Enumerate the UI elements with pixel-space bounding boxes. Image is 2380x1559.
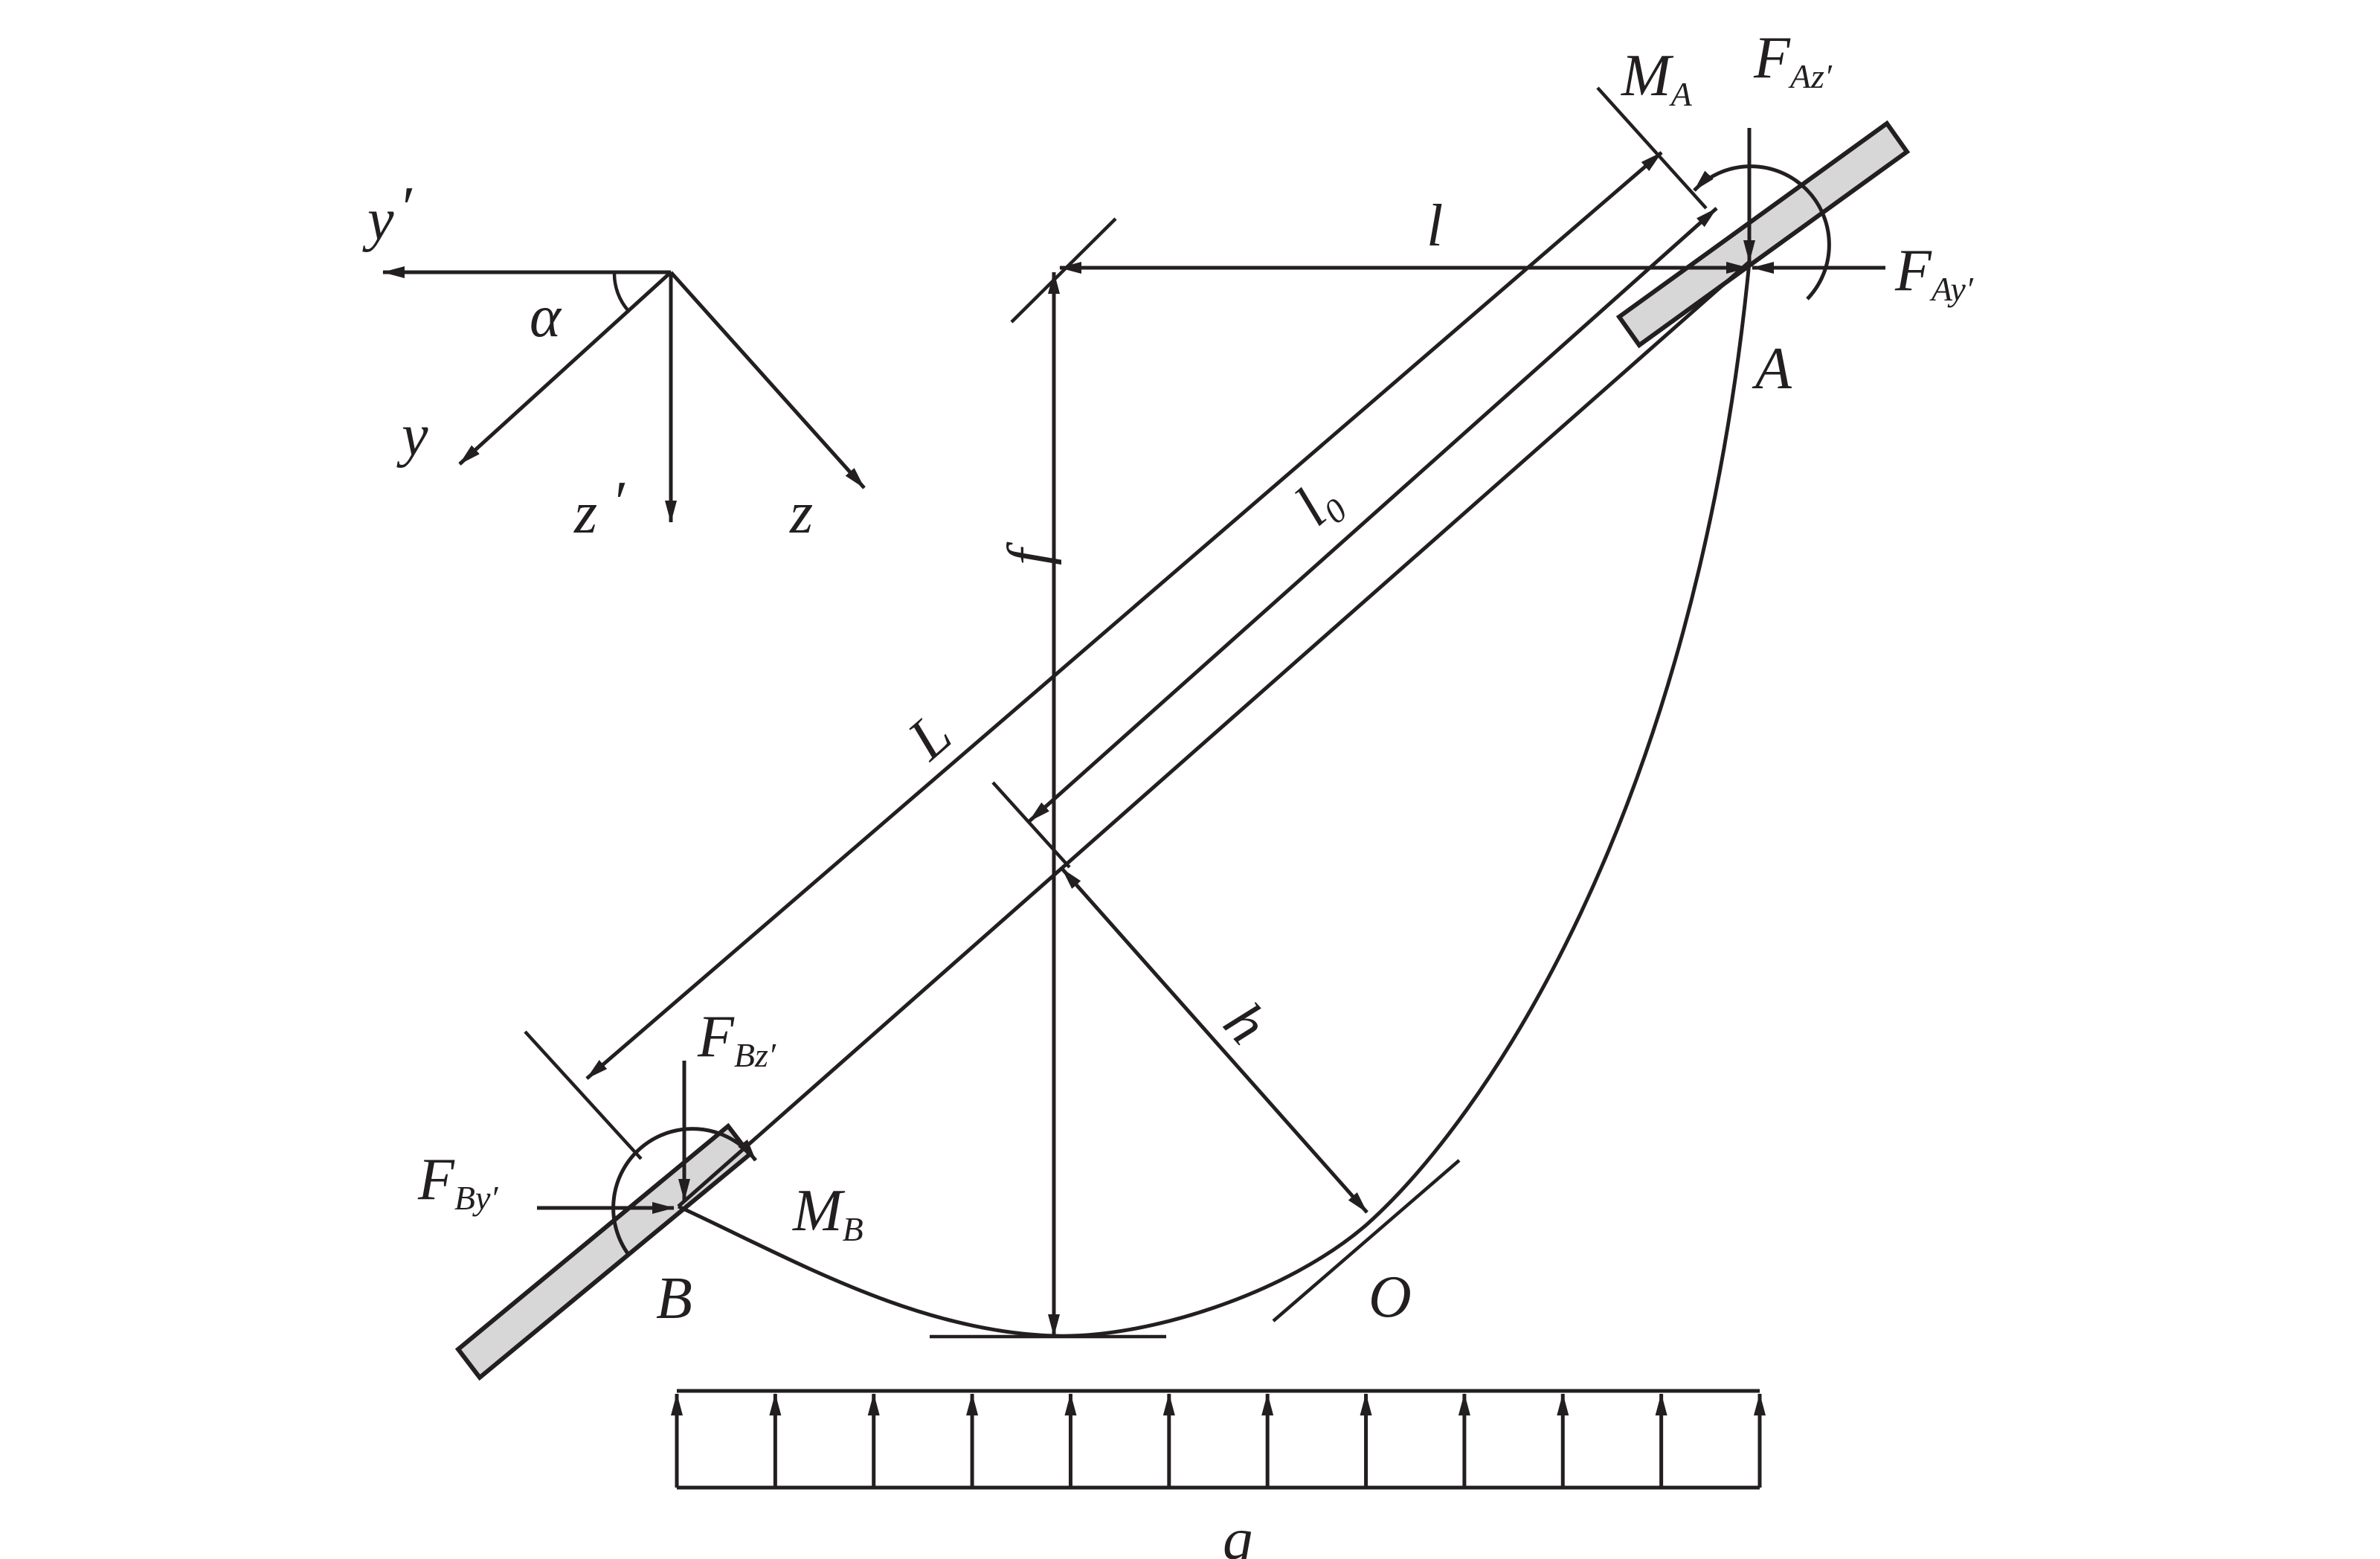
axis-z-line — [669, 271, 866, 489]
FAz-label: FAz′ — [1753, 25, 1833, 95]
support-B-reactions: FBz′ FBy′ MB B — [417, 1004, 863, 1331]
load-q-label: q — [1223, 1507, 1252, 1559]
dimension-h — [1061, 867, 1368, 1214]
cable-curve — [677, 261, 1752, 1338]
axis-y-label: y — [396, 403, 428, 469]
tangent-at-O — [1272, 1159, 1461, 1322]
L-extension-B — [524, 1030, 643, 1160]
support-plates — [454, 120, 1911, 1381]
axis-y-line — [458, 271, 672, 466]
chord-l0-label: l0 — [1283, 467, 1354, 542]
MB-label: MB — [792, 1178, 863, 1248]
FAy-label: FAy′ — [1894, 238, 1974, 308]
MA-label: MA — [1621, 43, 1693, 113]
alpha-angle-arc — [612, 271, 630, 312]
moment-MB-arc — [611, 1127, 757, 1257]
span-and-sag — [930, 217, 1749, 1339]
f-top-tick — [1010, 217, 1117, 324]
coordinate-axes: y ′ α y z ′ z — [362, 176, 866, 546]
axis-z-prime-mark: ′ — [611, 470, 625, 536]
plate-A — [1615, 120, 1911, 349]
FBy-label: FBy′ — [417, 1147, 498, 1217]
axis-z-prime-label: z — [573, 480, 597, 546]
chord-lines — [524, 86, 1751, 1322]
point-B-label: B — [656, 1266, 692, 1331]
distributed-load: q — [671, 1389, 1766, 1559]
support-A-reactions: MA FAz′ FAy′ A — [1621, 25, 1974, 402]
point-O-label: O — [1368, 1264, 1412, 1330]
alpha-label: α — [530, 284, 562, 350]
span-l-label: l — [1427, 193, 1443, 259]
axis-y-prime-label: y — [362, 187, 394, 253]
axis-z-label: z — [789, 480, 813, 546]
chord-line-BA — [677, 260, 1751, 1208]
L-extension-A — [1596, 86, 1708, 210]
axis-y-prime-mark: ′ — [399, 176, 413, 241]
plate-B — [454, 1122, 753, 1381]
dimension-l0 — [1028, 207, 1718, 823]
FBz-label: FBz′ — [697, 1004, 776, 1074]
point-A-label: A — [1752, 336, 1792, 402]
moment-MA-arc — [1693, 164, 1831, 300]
